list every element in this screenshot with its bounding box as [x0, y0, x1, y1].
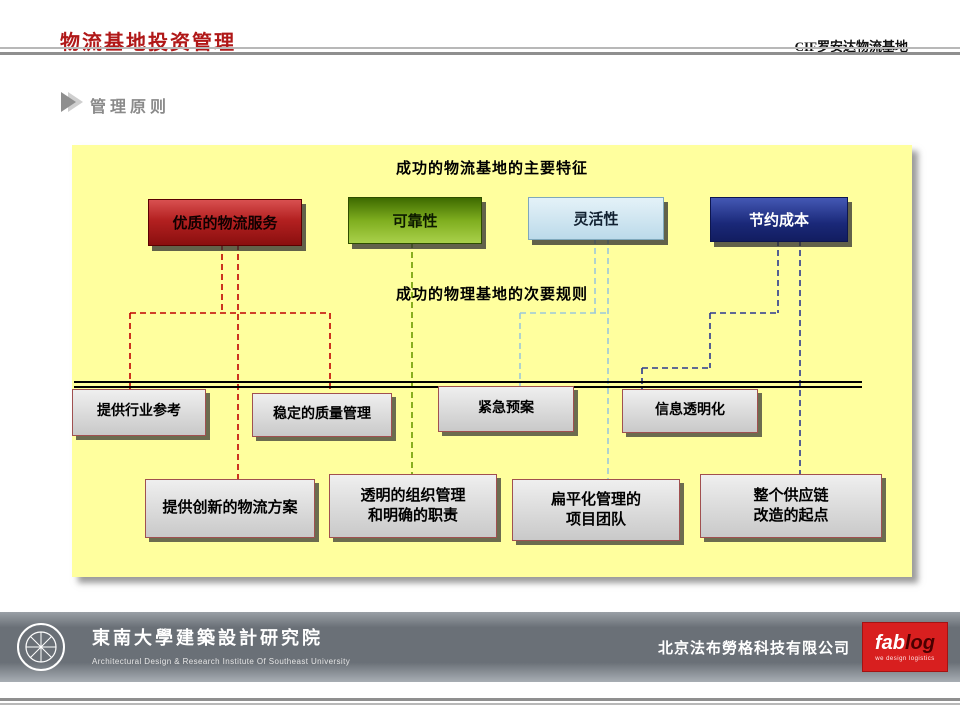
feature-box-reliability: 可靠性	[348, 197, 482, 244]
header-divider-thick	[0, 52, 960, 55]
rule-box-label: 提供创新的物流方案	[162, 500, 298, 517]
feature-box-label: 可靠性	[392, 214, 438, 230]
company-name: 北京法布勞格科技有限公司	[657, 640, 850, 657]
rule-box-supply-chain-start: 整个供应链 改造的起点	[700, 474, 882, 538]
rule-box-industry-reference: 提供行业参考	[72, 389, 206, 436]
page-title: 物流基地投资管理	[60, 32, 236, 54]
diagram-primary-title: 成功的物流基地的主要特征	[395, 161, 588, 177]
rule-box-label: 稳定的质量管理	[273, 406, 371, 422]
diagram-panel: 成功的物流基地的主要特征 优质的物流服务 可靠性 灵活性 节约成本 成功的物理基…	[72, 145, 912, 577]
section-bullet-icon	[61, 92, 76, 112]
fablog-logo: fablog we design logistics	[862, 622, 948, 672]
rule-box-label: 透明的组织管理 和明确的职责	[360, 487, 466, 524]
section-title: 管理原则	[90, 99, 171, 116]
feature-box-label: 优质的物流服务	[172, 216, 278, 232]
feature-box-label: 灵活性	[573, 212, 619, 228]
university-seal-icon	[17, 623, 65, 671]
university-name-en: Architectural Design & Research Institut…	[92, 657, 351, 666]
rule-box-label: 紧急预案	[478, 400, 534, 416]
footer-right-block: 北京法布勞格科技有限公司 fablog we design logistics	[658, 612, 948, 682]
fablog-logo-text: fablog	[875, 633, 935, 653]
footer-divider-thin	[0, 703, 960, 705]
footer-bar: 東南大學建築設計研究院 Architectural Design & Resea…	[0, 612, 960, 682]
rule-box-emergency-plan: 紧急预案	[438, 386, 574, 432]
rule-box-info-transparency: 信息透明化	[622, 389, 758, 433]
diagram-secondary-title: 成功的物理基地的次要规则	[395, 287, 588, 303]
rule-box-quality-management: 稳定的质量管理	[252, 393, 392, 437]
university-name: 東南大學建築設計研究院	[92, 628, 323, 648]
header-divider-thin	[0, 47, 960, 49]
header-subtitle: CIF罗安达物流基地	[795, 36, 908, 55]
footer-divider-thick	[0, 698, 960, 701]
feature-box-label: 节约成本	[748, 213, 809, 229]
rule-box-label: 提供行业参考	[97, 404, 181, 420]
rule-box-transparent-organization: 透明的组织管理 和明确的职责	[329, 474, 497, 538]
rule-box-flat-project-team: 扁平化管理的 项目团队	[512, 479, 680, 541]
feature-box-cost-saving: 节约成本	[710, 197, 848, 242]
fablog-tagline: we design logistics	[875, 655, 935, 662]
fablog-logo-fab: fab	[875, 631, 905, 654]
rule-box-label: 整个供应链 改造的起点	[753, 487, 829, 524]
fablog-logo-log: log	[905, 631, 935, 654]
feature-box-logistics-service: 优质的物流服务	[148, 199, 302, 246]
rule-box-label: 信息透明化	[655, 402, 725, 418]
rule-box-innovative-solutions: 提供创新的物流方案	[145, 479, 315, 538]
university-block: 東南大學建築設計研究院 Architectural Design & Resea…	[92, 624, 350, 666]
feature-box-flexibility: 灵活性	[528, 197, 664, 240]
rule-box-label: 扁平化管理的 项目团队	[550, 491, 641, 528]
